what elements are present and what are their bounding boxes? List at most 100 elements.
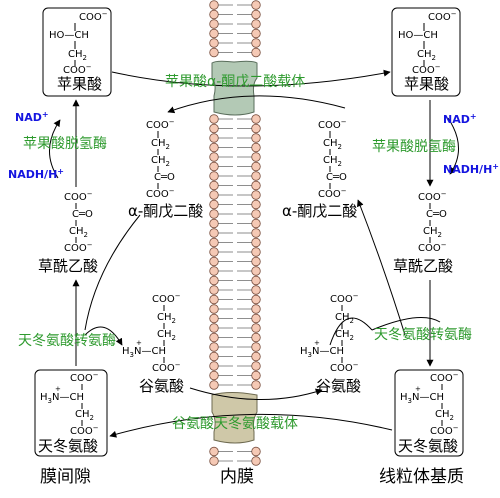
lipid-head	[209, 114, 219, 124]
aspartate-right-structure: COO− + H3N—CH CH2 COO−	[400, 371, 459, 437]
svg-text:COO−: COO−	[152, 292, 181, 305]
akg-right-structure: COO− CH2 CH2 C═O COO−	[318, 118, 347, 200]
oxaloacetate-right-label: 草酰乙酸	[393, 257, 453, 275]
lipid-head	[209, 237, 219, 248]
lipid-head	[251, 294, 261, 305]
aspartate-right-box	[394, 369, 464, 457]
aspartate-left-box	[34, 369, 108, 457]
malate-right-box	[391, 7, 461, 97]
svg-text:CH2: CH2	[151, 138, 170, 151]
svg-text:COO−: COO−	[152, 361, 181, 374]
svg-text:H3N—CH: H3N—CH	[400, 392, 444, 405]
svg-text:COO−: COO−	[330, 361, 359, 374]
arrow-glutamate-in	[189, 387, 323, 400]
svg-text:+: +	[415, 385, 421, 393]
arrow-malate-to-matrix	[111, 69, 391, 87]
lipid-head	[209, 266, 219, 276]
svg-text:CH2: CH2	[323, 138, 342, 151]
lipid-head	[251, 285, 261, 295]
malate-right-structure: COO− HO—CH CH2 COO−	[398, 10, 457, 76]
svg-text:+: +	[136, 339, 142, 347]
malate-left-box	[42, 7, 112, 97]
glutamate-aspartate-transporter	[211, 392, 258, 444]
svg-text:C═O: C═O	[326, 172, 347, 183]
cofactor-nad-left: NAD+	[15, 110, 49, 124]
svg-text:COO−: COO−	[318, 118, 347, 131]
lipid-head	[251, 199, 261, 210]
svg-text:C═O: C═O	[72, 209, 93, 220]
svg-text:COO−: COO−	[63, 63, 92, 76]
lipid-head	[209, 209, 219, 219]
lipid-head	[251, 142, 261, 153]
lipid-head	[251, 180, 261, 191]
arrow-akg-to-glu-left	[84, 214, 141, 331]
svg-text:CH2: CH2	[423, 226, 442, 239]
lipid-head	[251, 247, 261, 257]
lipid-head	[209, 142, 219, 153]
lipid-head	[209, 256, 219, 267]
inner-membrane	[209, 0, 261, 466]
lipid-head	[251, 209, 261, 219]
lipid-head	[209, 218, 219, 229]
svg-text:C═O: C═O	[154, 172, 175, 183]
arrow-akg-right-curve	[371, 317, 441, 331]
cofactor-nad-right: NAD+	[443, 112, 477, 126]
svg-text:H3N—CH: H3N—CH	[40, 392, 84, 405]
lipid-head	[209, 0, 219, 10]
lipid-head	[251, 323, 261, 333]
lipid-head	[251, 47, 261, 58]
svg-text:H3N—CH: H3N—CH	[300, 346, 344, 359]
region-left-label: 膜间隙	[40, 467, 91, 487]
lipid-head	[251, 370, 261, 381]
lipid-head	[209, 47, 219, 58]
svg-text:COO−: COO−	[64, 190, 93, 203]
lipid-head	[209, 313, 219, 324]
lipid-head	[251, 28, 261, 39]
region-center-label: 内膜	[220, 467, 254, 487]
arrow-glu-to-akg-right	[329, 317, 373, 346]
lipid-head	[251, 361, 261, 371]
svg-text:COO−: COO−	[330, 292, 359, 305]
svg-text:CH2: CH2	[157, 329, 176, 342]
lipid-head	[209, 171, 219, 181]
malate-left-label: 苹果酸	[57, 75, 102, 93]
lipid-head	[251, 190, 261, 200]
lipid-head	[251, 351, 261, 362]
oxaloacetate-right-structure: COO− C═O CH2 COO−	[418, 190, 447, 254]
lipid-head	[251, 161, 261, 172]
oxaloacetate-left-label: 草酰乙酸	[38, 257, 98, 275]
lipid-head	[251, 237, 261, 248]
svg-text:COO−: COO−	[70, 371, 99, 384]
transporter-top-label: 苹果酸α-酮戊二酸载体	[165, 74, 305, 90]
malate-left-structure: COO− HO—CH CH2 COO−	[49, 10, 108, 76]
lipid-head	[209, 332, 219, 343]
lipid-head	[209, 180, 219, 191]
arrow-aspartate-out	[109, 413, 393, 438]
lipid-head	[251, 133, 261, 143]
lipid-head	[251, 123, 261, 134]
svg-text:COO−: COO−	[146, 187, 175, 200]
aspartate-left-structure: COO− + H3N—CH CH2 COO−	[40, 371, 99, 437]
svg-text:CH2: CH2	[435, 409, 454, 422]
lipid-head	[209, 446, 219, 457]
enzyme-mdh-right: 苹果酸脱氢酶	[372, 139, 456, 155]
svg-text:HO—CH: HO—CH	[398, 30, 438, 41]
svg-text:CH2: CH2	[157, 312, 176, 325]
lipid-head	[209, 123, 219, 134]
enzyme-mdh-left: 苹果酸脱氢酶	[23, 136, 107, 152]
lipid-head	[251, 228, 261, 238]
lipid-head	[209, 275, 219, 286]
aspartate-right-label: 天冬氨酸	[398, 437, 458, 455]
svg-text:COO−: COO−	[318, 187, 347, 200]
cofactor-nadh-left: NADH/H+	[8, 167, 64, 181]
lipid-head	[209, 342, 219, 352]
svg-text:+: +	[314, 339, 320, 347]
svg-text:C═O: C═O	[426, 209, 447, 220]
akg-right-label: α-酮戊二酸	[282, 202, 357, 220]
lipid-head	[251, 114, 261, 124]
svg-text:COO−: COO−	[146, 118, 175, 131]
lipid-head	[251, 332, 261, 343]
lipid-head	[209, 228, 219, 238]
lipid-head	[209, 19, 219, 29]
